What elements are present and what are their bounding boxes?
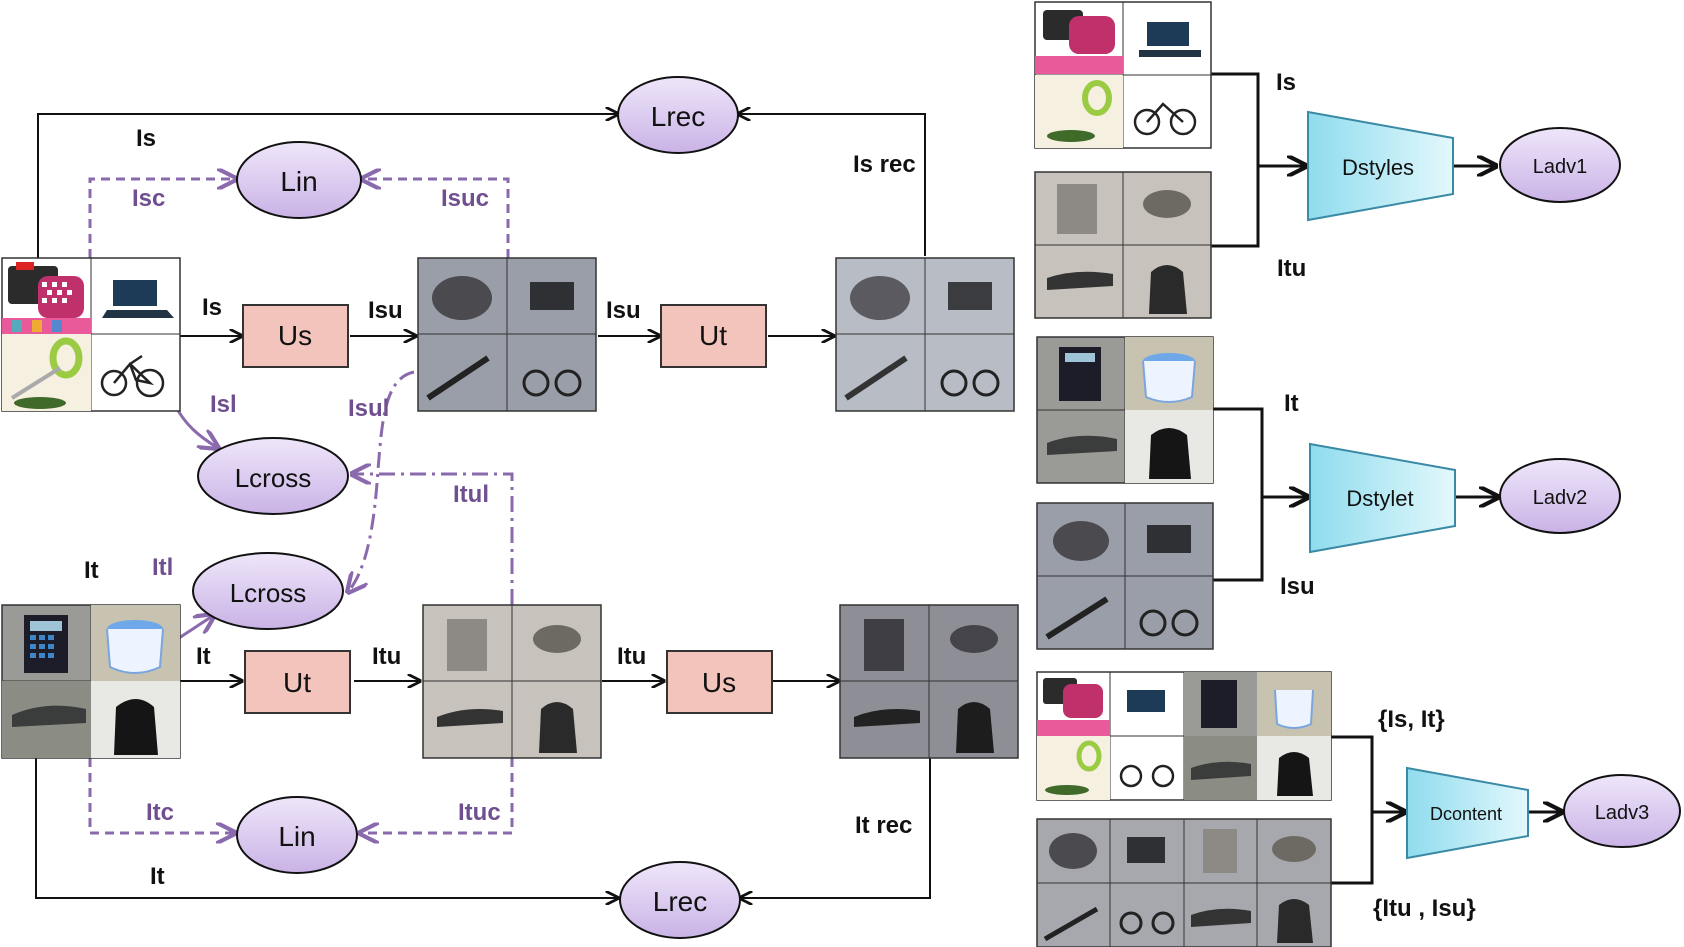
label-isc: Isc <box>132 185 165 212</box>
loss-in-top-label: Lin <box>280 166 317 197</box>
label-r-it: It <box>1284 390 1299 417</box>
loss-adv1-label: Ladv1 <box>1533 156 1588 178</box>
loss-adv2-label: Ladv2 <box>1533 487 1588 509</box>
mug-thumbnail <box>91 605 180 681</box>
label-it-rec: It rec <box>855 812 912 839</box>
stapler-thumbnail <box>2 681 91 758</box>
label-itu-out: Itu <box>617 643 646 670</box>
label-itc: Itc <box>146 799 174 826</box>
loss-adv1: Ladv1 <box>1499 127 1621 203</box>
target-images <box>1 604 181 759</box>
loss-cross-1: Lcross <box>197 437 349 515</box>
calculator-thumbnail <box>24 615 68 673</box>
connectors <box>35 114 931 898</box>
target-translated-images <box>422 604 602 759</box>
generator-ut-2: Ut <box>244 650 351 714</box>
label-r-set2: {Itu , Isu} <box>1373 895 1476 922</box>
loss-adv3-label: Ladv3 <box>1595 802 1650 824</box>
loss-cross-2-label: Lcross <box>230 578 307 608</box>
disc-connectors <box>1211 72 1562 885</box>
generator-ut-1: Ut <box>660 304 767 368</box>
disc1-target-translated-images <box>1034 171 1212 319</box>
loss-adv2: Ladv2 <box>1499 458 1621 534</box>
label-r-is: Is <box>1276 69 1296 96</box>
loss-rec-bottom: Lrec <box>619 861 741 939</box>
label-r-isu: Isu <box>1280 573 1315 600</box>
label-isu-out: Isu <box>606 297 641 324</box>
source-reconstructed-images <box>835 257 1015 412</box>
label-it-in: It <box>196 643 211 670</box>
label-is-top: Is <box>136 125 156 152</box>
generator-us-1: Us <box>242 304 349 368</box>
loss-rec-top: Lrec <box>617 76 739 154</box>
generator-us-2: Us <box>666 650 773 714</box>
disc3-translated-images <box>1036 818 1332 947</box>
generator-ut-2-label: Ut <box>283 667 311 698</box>
discriminator-style-s-label: Dstyles <box>1342 155 1414 180</box>
disc1-source-images <box>1034 1 1212 149</box>
label-isl: Isl <box>210 391 237 418</box>
purple-labels: Isc Isuc Isl Isul Itul Itl Itc Ituc <box>132 185 501 826</box>
backpack-thumbnail <box>91 681 180 758</box>
target-reconstructed-images <box>839 604 1019 759</box>
label-is-in: Is <box>202 294 222 321</box>
disc3-real-images <box>1036 671 1332 801</box>
label-itl: Itl <box>152 554 173 581</box>
source-translated-images <box>417 257 597 412</box>
label-isuc: Isuc <box>441 185 489 212</box>
discriminator-style-t: Dstylet <box>1309 442 1456 554</box>
discriminator-content: Dcontent <box>1406 766 1529 860</box>
loss-rec-bottom-label: Lrec <box>653 886 707 917</box>
label-itu-in: Itu <box>372 643 401 670</box>
discriminator-style-t-label: Dstylet <box>1346 486 1413 511</box>
loss-rec-top-label: Lrec <box>651 101 705 132</box>
label-isu-in: Isu <box>368 297 403 324</box>
generator-us-1-label: Us <box>278 320 312 351</box>
disc2-source-translated-images <box>1036 502 1214 650</box>
label-isul: Isul <box>348 395 389 422</box>
source-images <box>1 257 181 412</box>
loss-adv3: Ladv3 <box>1563 774 1681 848</box>
laptop-thumbnail <box>102 280 174 318</box>
disc2-target-images <box>1036 336 1214 484</box>
loss-cross-1-label: Lcross <box>235 463 312 493</box>
generator-ut-1-label: Ut <box>699 320 727 351</box>
label-it-bottom: It <box>150 863 165 890</box>
label-r-set1: {Is, It} <box>1378 706 1445 733</box>
loss-in-bottom: Lin <box>236 796 358 874</box>
loss-in-top: Lin <box>236 141 362 219</box>
discriminator-style-s: Dstyles <box>1307 110 1454 222</box>
generator-us-2-label: Us <box>702 667 736 698</box>
label-is-rec: Is rec <box>853 151 916 178</box>
loss-cross-2: Lcross <box>192 552 344 630</box>
bike-thumbnail <box>100 354 165 398</box>
label-ituc: Ituc <box>458 799 501 826</box>
loss-in-bottom-label: Lin <box>278 821 315 852</box>
label-it-top: It <box>84 557 99 584</box>
flow-labels: Is Is rec Is Isu Isu It It Itu Itu It re… <box>84 69 1476 922</box>
label-r-itu: Itu <box>1277 255 1306 282</box>
discriminator-content-label: Dcontent <box>1430 804 1502 824</box>
label-itul: Itul <box>453 481 489 508</box>
scissors-thumbnail <box>2 334 91 411</box>
bag-thumbnail <box>2 262 91 334</box>
